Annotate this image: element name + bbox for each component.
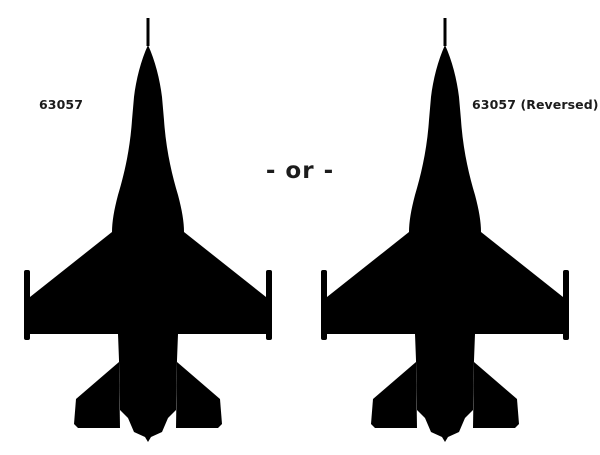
or-separator: - or - [265,158,335,184]
jet-reversed-drawing: #jet-right .f { fill: #1a1a1a; stroke: #… [321,18,569,442]
jet-outline-drawing: #jet-left .f { fill: #ffffff; stroke: #1… [24,18,272,442]
right-jet-label: 63057 (Reversed) [472,97,599,112]
left-jet-label: 63057 [39,97,83,112]
